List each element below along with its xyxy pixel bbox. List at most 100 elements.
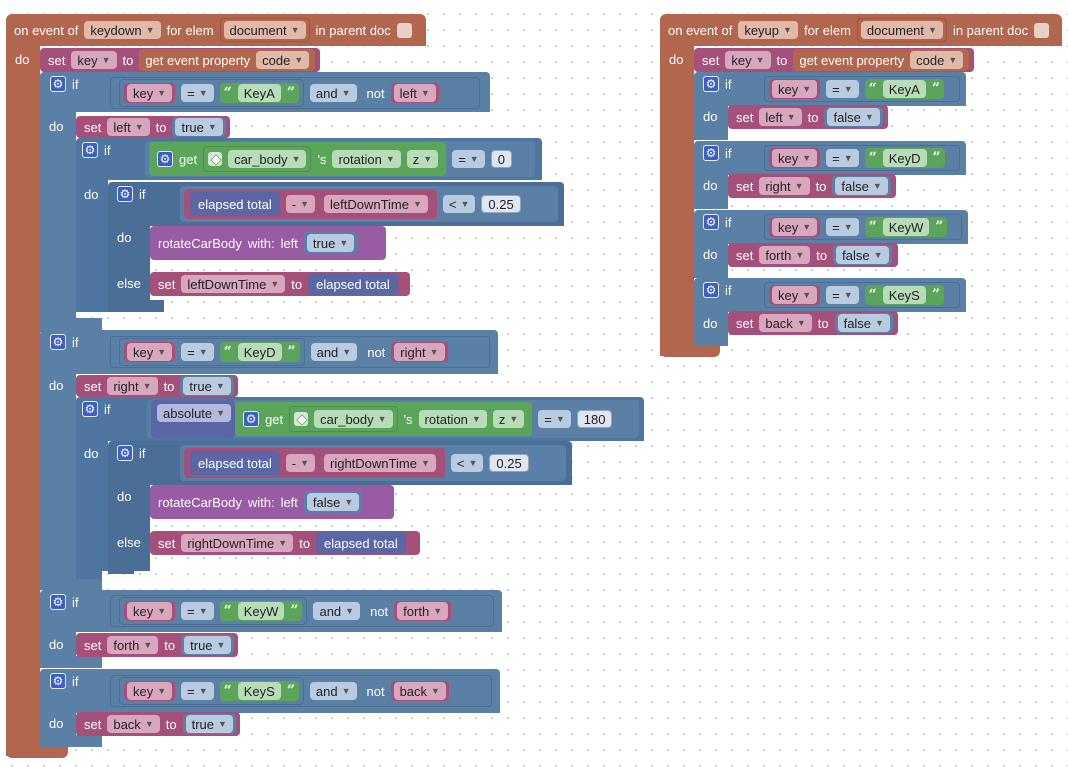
event-property-dropdown[interactable]: code▼: [910, 51, 964, 69]
compare-block-d[interactable]: key▼ =▼ “KeyD”: [119, 338, 305, 366]
var-key-dropdown[interactable]: key▼: [725, 51, 771, 69]
set-right-true-block[interactable]: set right▼ to true▼: [76, 375, 238, 397]
bool-block[interactable]: false▼: [833, 245, 892, 265]
get-right-block[interactable]: right▼: [391, 342, 448, 362]
gear-icon[interactable]: ⚙: [50, 334, 66, 350]
var-key-dropdown[interactable]: key▼: [71, 51, 117, 69]
operator-dropdown[interactable]: <▼: [450, 454, 484, 472]
operator-dropdown[interactable]: -▼: [285, 195, 315, 213]
var-key-dropdown[interactable]: key▼: [772, 80, 818, 98]
gear-icon[interactable]: ⚙: [117, 186, 133, 202]
and-block-a[interactable]: key▼ =▼ “KeyA” and▼ not left▼: [110, 77, 480, 109]
elem-dropdown[interactable]: document▼: [223, 21, 306, 39]
text-field[interactable]: KeyW: [237, 602, 285, 620]
compare-elapsed-right-block[interactable]: elapsed total -▼ rightDownTime▼ <▼ 0.25: [180, 445, 566, 481]
bool-block[interactable]: true▼: [180, 376, 234, 396]
var-key-dropdown[interactable]: key▼: [127, 84, 173, 102]
gear-icon[interactable]: ⚙: [243, 411, 260, 427]
var-back-dropdown[interactable]: back▼: [759, 314, 812, 332]
axis-dropdown[interactable]: z▼: [492, 410, 525, 428]
bool-dropdown[interactable]: false▼: [837, 314, 890, 332]
bool-block[interactable]: false▼: [303, 491, 363, 513]
var-back-dropdown[interactable]: back▼: [393, 682, 446, 700]
get-event-property-block[interactable]: get event property code▼: [793, 49, 970, 71]
bool-dropdown[interactable]: false▼: [836, 246, 889, 264]
keyup-compare-s[interactable]: key▼ =▼ “KeyS”: [764, 282, 960, 308]
get-key-block[interactable]: key▼: [124, 681, 176, 701]
gear-icon[interactable]: ⚙: [703, 214, 719, 230]
bool-dropdown[interactable]: true▼: [183, 377, 231, 395]
get-property-block[interactable]: ⚙ get car_body▼ 's rotation▼ z▼: [149, 142, 447, 176]
var-right-dropdown[interactable]: right▼: [759, 177, 810, 195]
var-left-dropdown[interactable]: left▼: [393, 84, 436, 102]
event-type-dropdown[interactable]: keydown▼: [84, 21, 161, 39]
var-key-dropdown[interactable]: key▼: [772, 286, 818, 304]
var-right-dropdown[interactable]: right▼: [107, 377, 158, 395]
operator-dropdown[interactable]: =▼: [826, 80, 859, 98]
object-block[interactable]: car_body▼: [203, 146, 312, 172]
compare-block-w[interactable]: key▼ =▼ “KeyW”: [119, 597, 308, 625]
in-parent-doc-checkbox[interactable]: [396, 22, 412, 38]
set-right-false-block[interactable]: set right▼ to false▼: [728, 174, 896, 198]
var-rightdowntime-dropdown[interactable]: rightDownTime▼: [181, 534, 294, 552]
compare-block-a[interactable]: key▼ =▼ “KeyA”: [119, 79, 304, 107]
set-leftdowntime-block[interactable]: set leftDownTime▼ to elapsed total: [150, 272, 410, 296]
elapsed-total-block[interactable]: elapsed total: [190, 451, 280, 475]
set-key-block[interactable]: set key▼ to get event property code▼: [694, 48, 974, 72]
text-block-keys[interactable]: “KeyS”: [864, 285, 944, 305]
text-field[interactable]: KeyS: [237, 682, 281, 700]
gear-icon[interactable]: ⚙: [50, 594, 66, 610]
text-block-keya[interactable]: “KeyA”: [219, 83, 299, 103]
keyup-compare-w[interactable]: key▼ =▼ “KeyW”: [764, 214, 962, 240]
operator-dropdown[interactable]: -▼: [285, 454, 315, 472]
get-event-property-block[interactable]: get event property code▼: [139, 49, 316, 71]
operator-dropdown[interactable]: <▼: [442, 195, 476, 213]
text-block-keyw[interactable]: “KeyW”: [864, 217, 948, 237]
rotatecarbody-call-right[interactable]: rotateCarBody with: left false▼: [150, 485, 394, 519]
elem-block[interactable]: document▼: [219, 18, 310, 42]
property-dropdown[interactable]: rotation▼: [418, 410, 487, 428]
elapsed-total-block[interactable]: elapsed total: [316, 532, 406, 554]
gear-icon[interactable]: ⚙: [703, 76, 719, 92]
set-forth-true-block[interactable]: set forth▼ to true▼: [76, 633, 238, 657]
var-forth-dropdown[interactable]: forth▼: [397, 602, 449, 620]
text-field[interactable]: KeyW: [882, 218, 930, 236]
operator-dropdown[interactable]: =▼: [181, 343, 214, 361]
compare-block-s[interactable]: key▼ =▼ “KeyS”: [119, 677, 304, 705]
elem-dropdown[interactable]: document▼: [860, 21, 943, 39]
number-field[interactable]: 180: [576, 410, 613, 428]
text-field[interactable]: KeyD: [882, 149, 927, 167]
set-back-true-block[interactable]: set back▼ to true▼: [76, 712, 240, 736]
var-right-dropdown[interactable]: right▼: [394, 343, 445, 361]
elem-block[interactable]: document▼: [856, 18, 947, 42]
var-key-dropdown[interactable]: key▼: [772, 218, 818, 236]
get-leftdowntime-block[interactable]: leftDownTime▼: [321, 193, 431, 215]
text-field[interactable]: KeyS: [882, 286, 926, 304]
text-block-keya[interactable]: “KeyA”: [864, 79, 944, 99]
get-key-block[interactable]: key▼: [769, 148, 821, 168]
not-block[interactable]: not back▼: [362, 679, 453, 703]
axis-dropdown[interactable]: z▼: [406, 150, 439, 168]
number-field[interactable]: 0.25: [481, 195, 521, 213]
rotatecarbody-call-left[interactable]: rotateCarBody with: left true▼: [150, 226, 386, 260]
number-field[interactable]: 0.25: [489, 454, 529, 472]
get-back-block[interactable]: back▼: [390, 681, 449, 701]
var-back-dropdown[interactable]: back▼: [107, 715, 160, 733]
bool-block[interactable]: false▼: [824, 107, 883, 127]
absolute-block[interactable]: absolute▼: [151, 400, 236, 438]
and-block-w[interactable]: key▼ =▼ “KeyW” and▼ not forth▼: [110, 595, 494, 627]
get-key-block[interactable]: key▼: [124, 601, 176, 621]
bool-dropdown[interactable]: true▼: [175, 118, 223, 136]
text-field[interactable]: KeyA: [882, 80, 926, 98]
get-property-block[interactable]: ⚙ get car_body▼ 's rotation▼ z▼: [235, 402, 533, 436]
var-leftdowntime-dropdown[interactable]: leftDownTime▼: [324, 195, 428, 213]
subtract-block[interactable]: elapsed total -▼ rightDownTime▼: [184, 448, 445, 478]
compare-rotation-block[interactable]: ⚙ get car_body▼ 's rotation▼ z▼ =▼ 0: [145, 141, 535, 177]
keyup-compare-d[interactable]: key▼ =▼ “KeyD”: [764, 145, 960, 171]
and-block-s[interactable]: key▼ =▼ “KeyS” and▼ not back▼: [110, 675, 492, 707]
operator-dropdown[interactable]: =▼: [181, 602, 214, 620]
and-dropdown[interactable]: and▼: [309, 84, 357, 102]
not-block[interactable]: not left▼: [362, 81, 443, 105]
keydown-event-block[interactable]: [6, 14, 426, 46]
bool-block[interactable]: false▼: [834, 313, 893, 333]
